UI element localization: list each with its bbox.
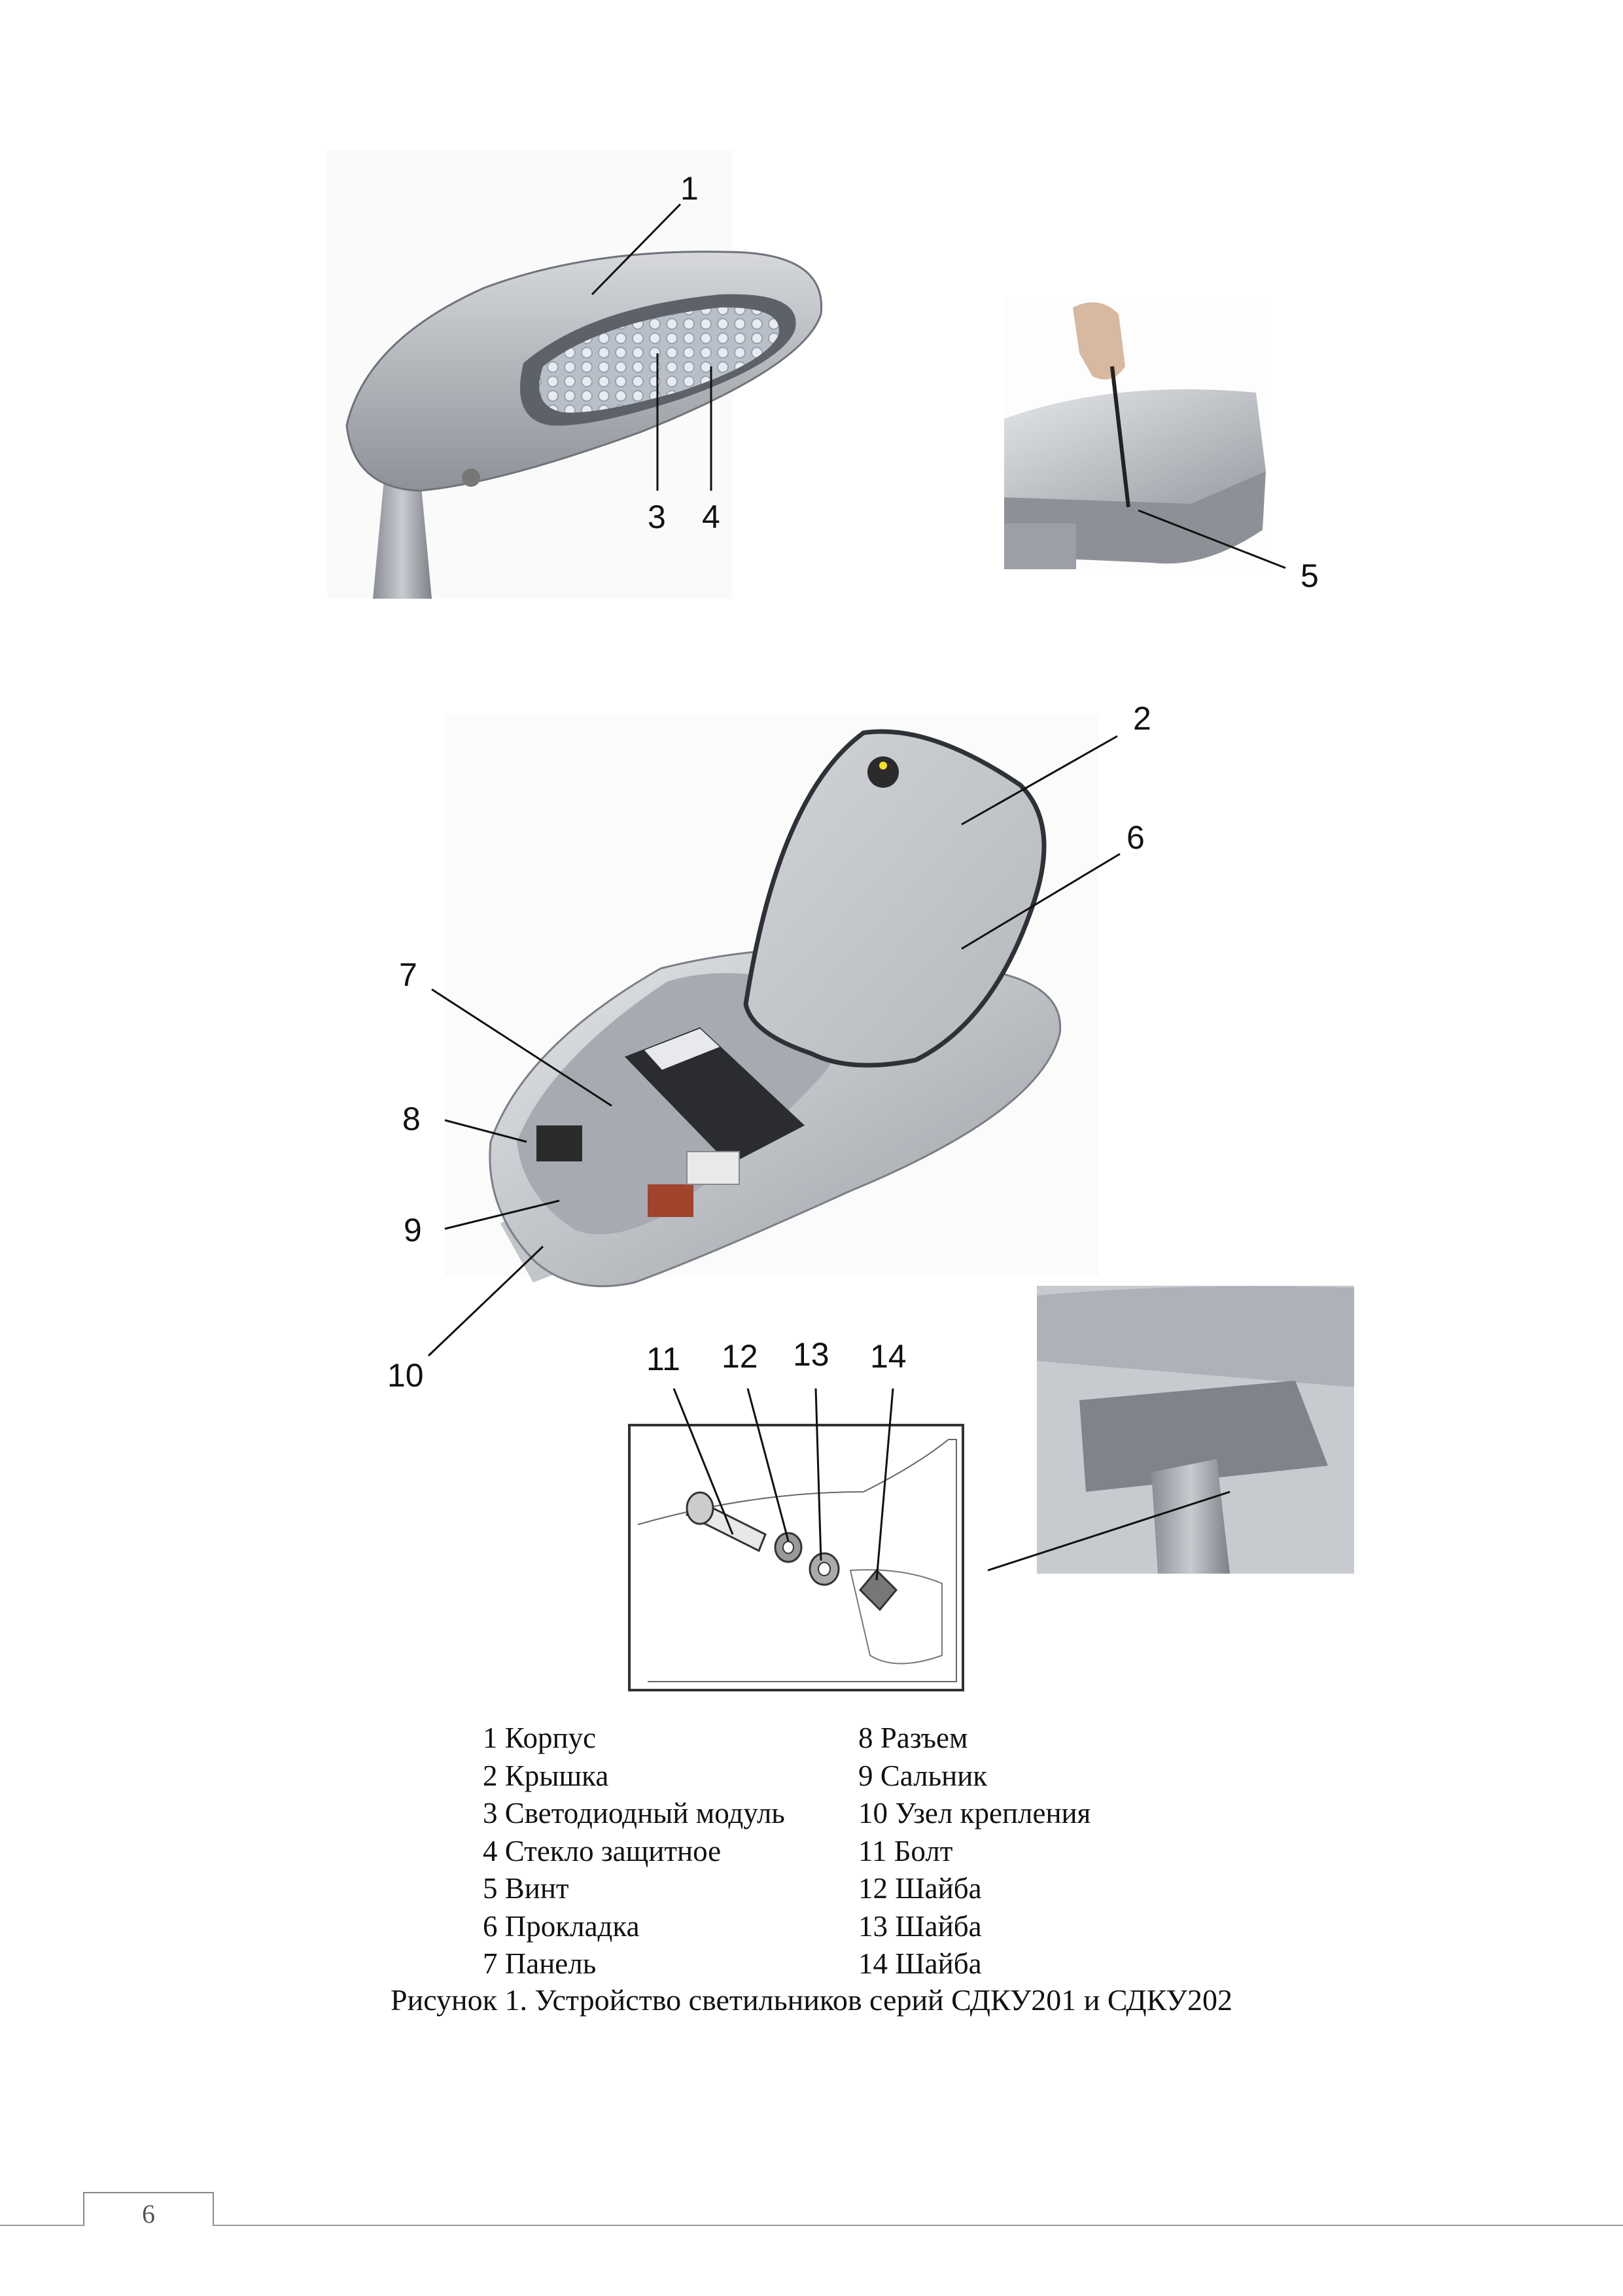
fastening-drawing bbox=[628, 1424, 964, 1691]
legend-item: 10 Узел крепления bbox=[858, 1797, 1091, 1829]
callout-3: 3 bbox=[648, 499, 666, 535]
callout-10: 10 bbox=[387, 1357, 424, 1394]
luminaire-bottom-view bbox=[327, 150, 823, 599]
legend-item: 13 Шайба bbox=[858, 1909, 982, 1943]
legend-item: 2 Крышка bbox=[483, 1759, 609, 1792]
callout-14: 14 bbox=[870, 1338, 907, 1375]
legend-item: 5 Винт bbox=[483, 1872, 569, 1905]
legend-column-left: 1 Корпус 2 Крышка 3 Светодиодный модуль … bbox=[483, 1720, 785, 1983]
legend-item: 9 Сальник bbox=[858, 1759, 988, 1792]
figure-caption: Рисунок 1. Устройство светильников серий… bbox=[391, 1983, 1232, 2017]
screw-detail-photo bbox=[1004, 298, 1266, 569]
legend-item: 3 Светодиодный модуль bbox=[483, 1797, 785, 1829]
leader-lines bbox=[427, 203, 1286, 1581]
legend-item: 14 Шайба bbox=[858, 1947, 982, 1980]
callout-13: 13 bbox=[793, 1336, 829, 1373]
footer-rule bbox=[0, 2225, 1623, 2226]
mounting-photo bbox=[1037, 1286, 1354, 1574]
callout-2: 2 bbox=[1133, 700, 1151, 737]
callout-12: 12 bbox=[722, 1338, 758, 1375]
legend-item: 7 Панель bbox=[483, 1947, 597, 1980]
luminaire-open-view bbox=[445, 713, 1099, 1288]
callout-8: 8 bbox=[402, 1101, 421, 1137]
callout-6: 6 bbox=[1126, 819, 1145, 856]
legend-item: 1 Корпус bbox=[483, 1722, 597, 1754]
callout-4: 4 bbox=[702, 499, 720, 535]
callout-7: 7 bbox=[399, 957, 417, 993]
legend-item: 4 Стекло защитное bbox=[483, 1834, 722, 1867]
legend-item: 6 Прокладка bbox=[483, 1909, 640, 1943]
callout-9: 9 bbox=[404, 1212, 422, 1248]
legend-item: 12 Шайба bbox=[858, 1872, 982, 1905]
legend-item: 8 Разъем bbox=[858, 1722, 968, 1754]
legend-item: 11 Болт bbox=[858, 1834, 953, 1867]
legend-column-right: 8 Разъем 9 Сальник 10 Узел крепления 11 … bbox=[858, 1720, 1091, 1983]
callout-5: 5 bbox=[1300, 557, 1319, 594]
callout-11: 11 bbox=[646, 1341, 680, 1377]
callout-1: 1 bbox=[680, 170, 699, 207]
page-number: 6 bbox=[83, 2192, 214, 2229]
